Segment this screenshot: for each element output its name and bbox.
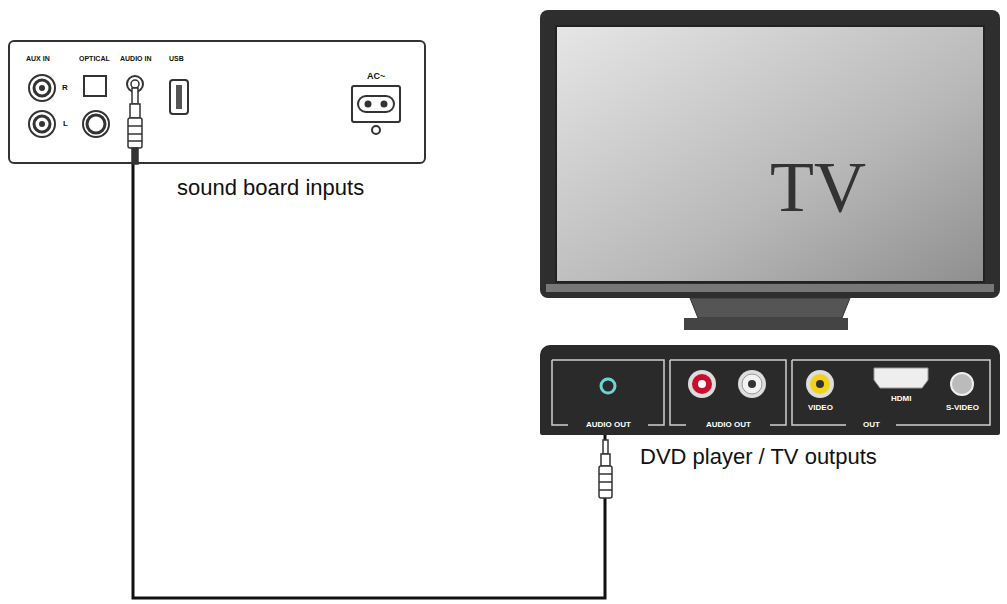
- node-label: DVD player / TV outputs: [640, 445, 877, 469]
- section-frames: [552, 360, 990, 425]
- node-label: sound board inputs: [177, 176, 364, 200]
- tv-stand-base: [684, 318, 848, 330]
- port-label: OUT: [860, 421, 883, 429]
- audio-in-jack: [127, 76, 143, 92]
- ac-socket: [352, 86, 400, 134]
- tv-screen: [556, 26, 984, 282]
- port-label: AUDIO OUT: [583, 421, 634, 429]
- port-label: AC~: [367, 72, 385, 81]
- device-panel: sound board inputs: [8, 40, 426, 164]
- dvd-jacks: [601, 368, 973, 398]
- optical-port: [84, 76, 106, 96]
- port-label: S-VIDEO: [946, 404, 979, 412]
- audio-cable: [133, 164, 605, 598]
- port-label: AUX IN: [26, 55, 50, 62]
- aux-jacks: [29, 75, 55, 137]
- audio-plug: [128, 88, 142, 164]
- tv-stand-neck: [690, 298, 850, 318]
- port-label: HDMI: [891, 395, 911, 403]
- coax-jack: [83, 111, 109, 137]
- port-label: VIDEO: [808, 404, 833, 412]
- usb-port: [170, 80, 188, 114]
- port-label: R: [62, 84, 68, 92]
- tv-frame: TV: [540, 10, 1000, 298]
- tv-bezel: [546, 284, 994, 292]
- port-label: L: [63, 120, 68, 128]
- port-label: OPTICAL: [79, 55, 110, 62]
- port-label: AUDIO OUT: [703, 421, 754, 429]
- port-label: AUDIO IN: [120, 55, 152, 62]
- port-label: USB: [169, 55, 184, 62]
- node-label: TV: [770, 148, 866, 227]
- audio-plug: [599, 440, 612, 498]
